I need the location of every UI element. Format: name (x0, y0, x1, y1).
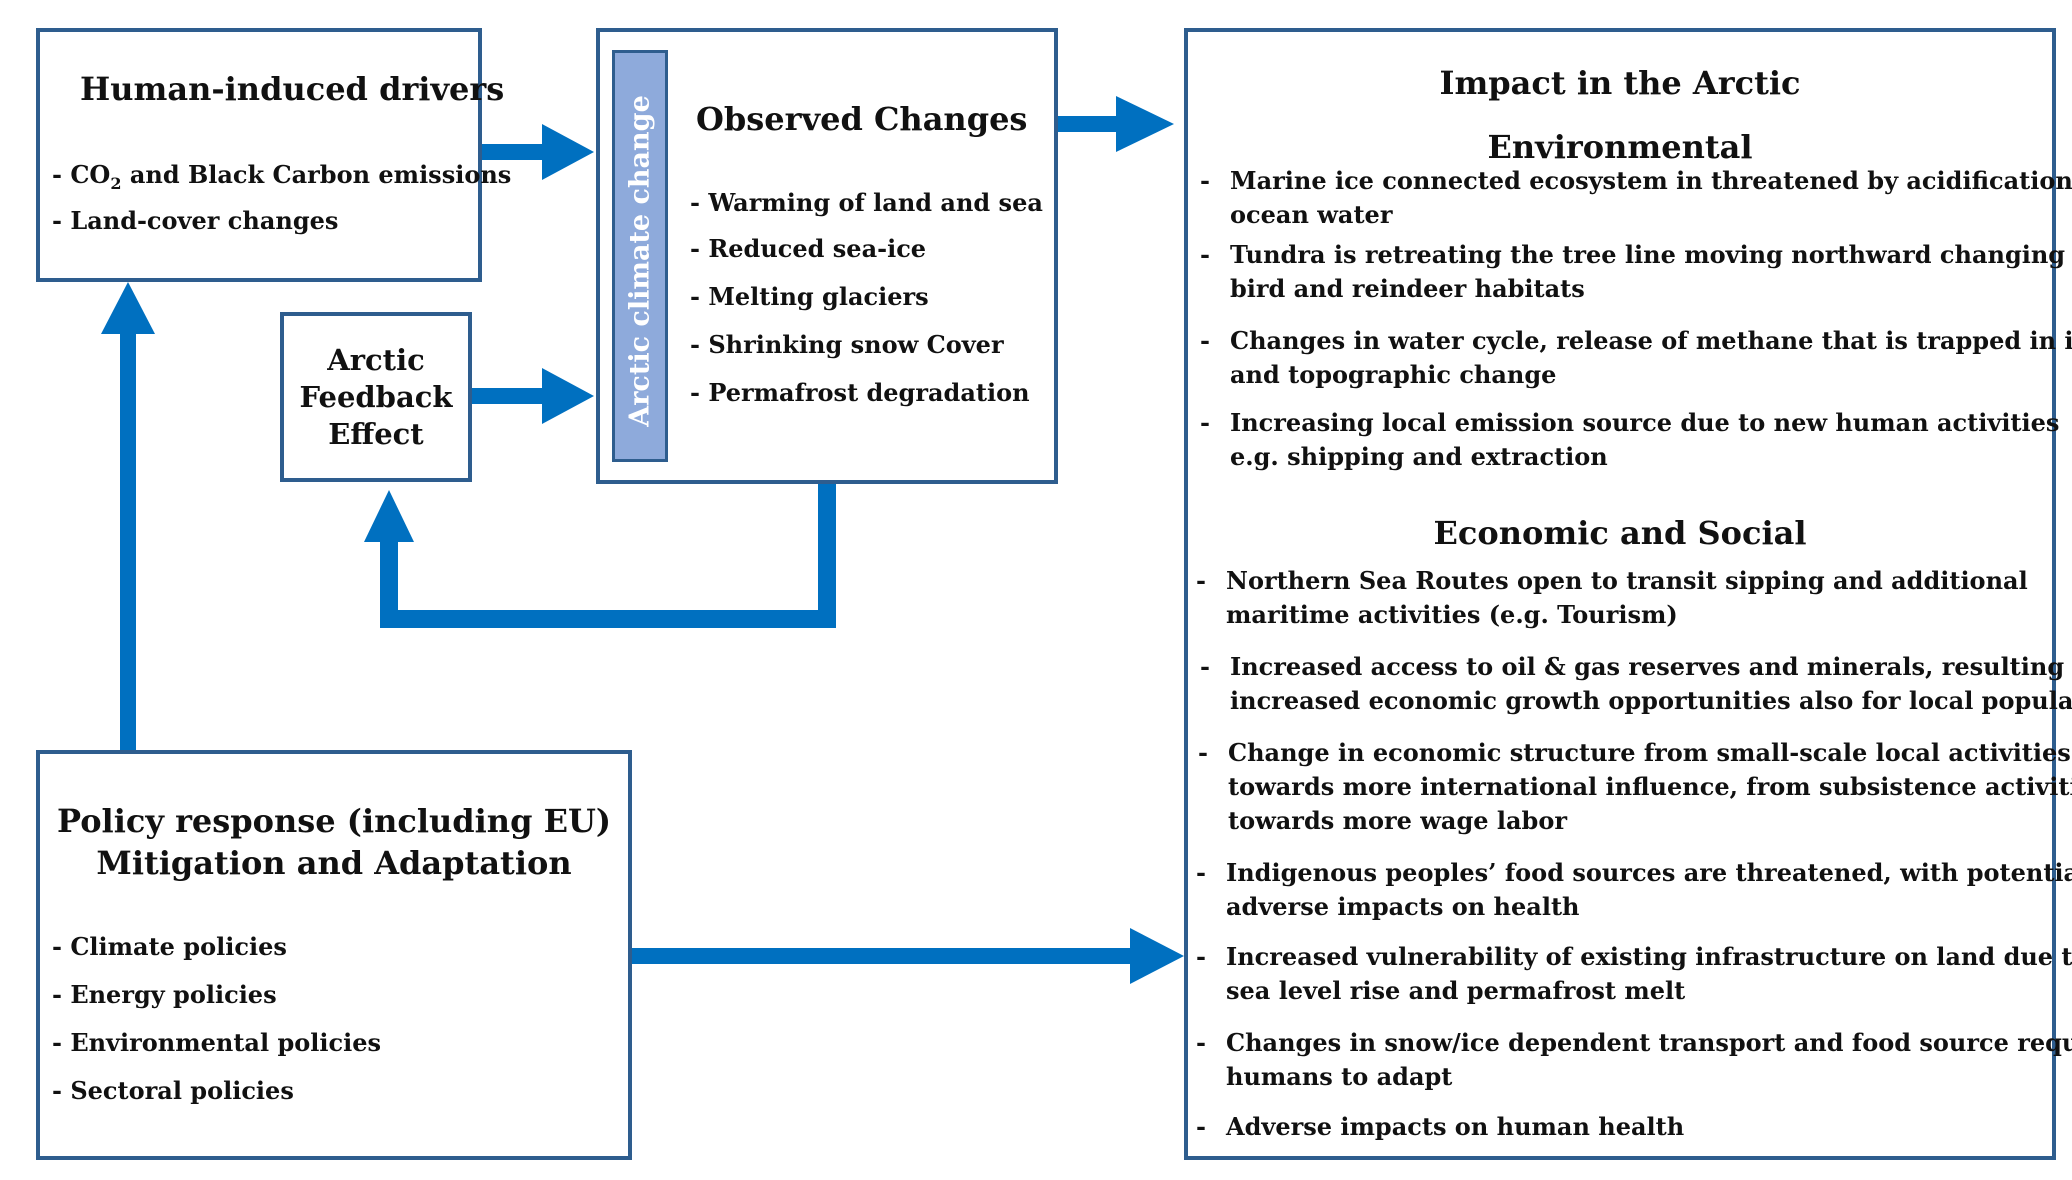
impact-box (1184, 28, 2056, 1160)
impact-title: Impact in the Arctic (1439, 64, 1801, 102)
bullet-dash: - (1196, 1028, 1206, 1057)
observed-title: Observed Changes (696, 100, 1028, 138)
arrow-loop-head (364, 490, 414, 542)
bullet-dash: - (1200, 326, 1210, 355)
bullet-dash: - (1196, 942, 1206, 971)
bullet-dash: - (1200, 652, 1210, 681)
feedback-line-2: Feedback (299, 380, 453, 414)
feedback-box (280, 312, 472, 482)
bullet-dash: - (1200, 408, 1210, 437)
arrow-policy-to-drivers-head (101, 282, 155, 334)
arrow-policy-to-drivers-shaft (120, 330, 136, 752)
drivers-item-co2: - CO2 and Black Carbon emissions (52, 160, 511, 193)
econ-impact-item: - Northern Sea Routes open to transit si… (1196, 564, 2028, 632)
observed-item: - Warming of land and sea (690, 188, 1043, 217)
env-impact-line: Increasing local emission source due to … (1230, 408, 2060, 437)
arrow-drivers-to-observed-head (542, 124, 594, 180)
env-impact-item: - Increasing local emission source due t… (1200, 406, 2059, 474)
econ-impact-line: maritime activities (e.g. Tourism) (1226, 600, 1678, 629)
arrow-policy-to-impact-head (1130, 928, 1184, 984)
econ-impact-line: towards more wage labor (1228, 806, 1567, 835)
policy-title-line-2: Mitigation and Adaptation (96, 844, 572, 882)
policy-item: - Climate policies (52, 932, 287, 961)
drivers-title: Human-induced drivers (80, 70, 505, 108)
env-impact-line: Marine ice connected ecosystem in threat… (1230, 166, 2072, 195)
arrow-observed-to-impact-head (1116, 96, 1174, 152)
arctic-climate-change-bar (612, 50, 668, 462)
drivers-item-land: - Land-cover changes (52, 206, 339, 235)
econ-impact-line: adverse impacts on health (1226, 892, 1580, 921)
policy-item: - Energy policies (52, 980, 277, 1009)
env-impact-item: - Tundra is retreating the tree line mov… (1200, 238, 2065, 306)
bullet-dash: - (1196, 858, 1206, 887)
arrow-feedback-to-observed-head (542, 368, 594, 424)
policy-box (36, 750, 632, 1160)
bullet-dash: - (1198, 738, 1208, 767)
econ-impact-item: - Increased access to oil & gas reserves… (1200, 650, 2072, 718)
econ-impact-item: - Indigenous peoples’ food sources are t… (1196, 856, 2072, 924)
econ-impact-line: Indigenous peoples’ food sources are thr… (1226, 858, 2072, 887)
bullet-dash: - (1200, 240, 1210, 269)
policy-title: Policy response (including EU) Mitigatio… (40, 800, 628, 884)
observed-box (596, 28, 1058, 484)
arrow-observed-to-impact-shaft (1058, 116, 1120, 132)
econ-impact-line: Changes in snow/ice dependent transport … (1226, 1028, 2072, 1057)
econ-impact-line: Change in economic structure from small-… (1228, 738, 2071, 767)
observed-item: - Melting glaciers (690, 282, 929, 311)
drivers-item-co2-suffix: and Black Carbon emissions (121, 160, 512, 189)
econ-impact-line: Increased access to oil & gas reserves a… (1230, 652, 2072, 681)
policy-item: - Environmental policies (52, 1028, 381, 1057)
bullet-dash: - (1200, 166, 1210, 195)
arrow-loop-observed-to-feedback (380, 482, 836, 628)
econ-impact-line: increased economic growth opportunities … (1230, 686, 2072, 715)
arctic-climate-change-label: Arctic climate change (624, 95, 656, 427)
econ-impact-line: sea level rise and permafrost melt (1226, 976, 1686, 1005)
drivers-box (36, 28, 482, 282)
feedback-line-3: Effect (328, 417, 424, 451)
env-impact-line: and topographic change (1230, 360, 1557, 389)
econ-impact-line: Increased vulnerability of existing infr… (1226, 942, 2072, 971)
env-impact-line: Changes in water cycle, release of metha… (1230, 326, 2072, 355)
econ-impact-item: - Changes in snow/ice dependent transpor… (1196, 1026, 2072, 1094)
bullet-dash: - (1196, 566, 1206, 595)
economic-social-heading: Economic and Social (1433, 514, 1807, 552)
policy-title-line-1: Policy response (including EU) (56, 802, 612, 840)
drivers-item-co2-prefix: - CO (52, 160, 111, 189)
feedback-label: Arctic Feedback Effect (284, 342, 468, 453)
drivers-item-co2-subscript: 2 (110, 173, 122, 193)
arrow-feedback-to-observed-shaft (472, 388, 548, 404)
feedback-line-1: Arctic (327, 343, 425, 377)
env-impact-line: e.g. shipping and extraction (1230, 442, 1608, 471)
econ-impact-line: towards more international influence, fr… (1228, 772, 2072, 801)
econ-impact-item: - Increased vulnerability of existing in… (1196, 940, 2072, 1008)
econ-impact-item: - Change in economic structure from smal… (1198, 736, 2072, 838)
env-impact-line: bird and reindeer habitats (1230, 274, 1585, 303)
econ-impact-line: Adverse impacts on human health (1226, 1112, 1685, 1141)
env-impact-item: - Changes in water cycle, release of met… (1200, 324, 2072, 392)
econ-impact-line: humans to adapt (1226, 1062, 1453, 1091)
observed-item: - Reduced sea-ice (690, 234, 927, 263)
arrow-drivers-to-observed-shaft (480, 144, 548, 160)
observed-item: - Permafrost degradation (690, 378, 1030, 407)
env-impact-line: Tundra is retreating the tree line movin… (1230, 240, 2066, 269)
env-impact-line: ocean water (1230, 200, 1393, 229)
policy-item: - Sectoral policies (52, 1076, 294, 1105)
arrow-policy-to-impact-shaft (630, 948, 1134, 964)
bullet-dash: - (1196, 1112, 1206, 1141)
env-impact-item: - Marine ice connected ecosystem in thre… (1200, 164, 2072, 232)
environmental-heading: Environmental (1487, 128, 1753, 166)
econ-impact-item: - Adverse impacts on human health (1196, 1110, 1684, 1144)
observed-item: - Shrinking snow Cover (690, 330, 1004, 359)
econ-impact-line: Northern Sea Routes open to transit sipp… (1226, 566, 2028, 595)
